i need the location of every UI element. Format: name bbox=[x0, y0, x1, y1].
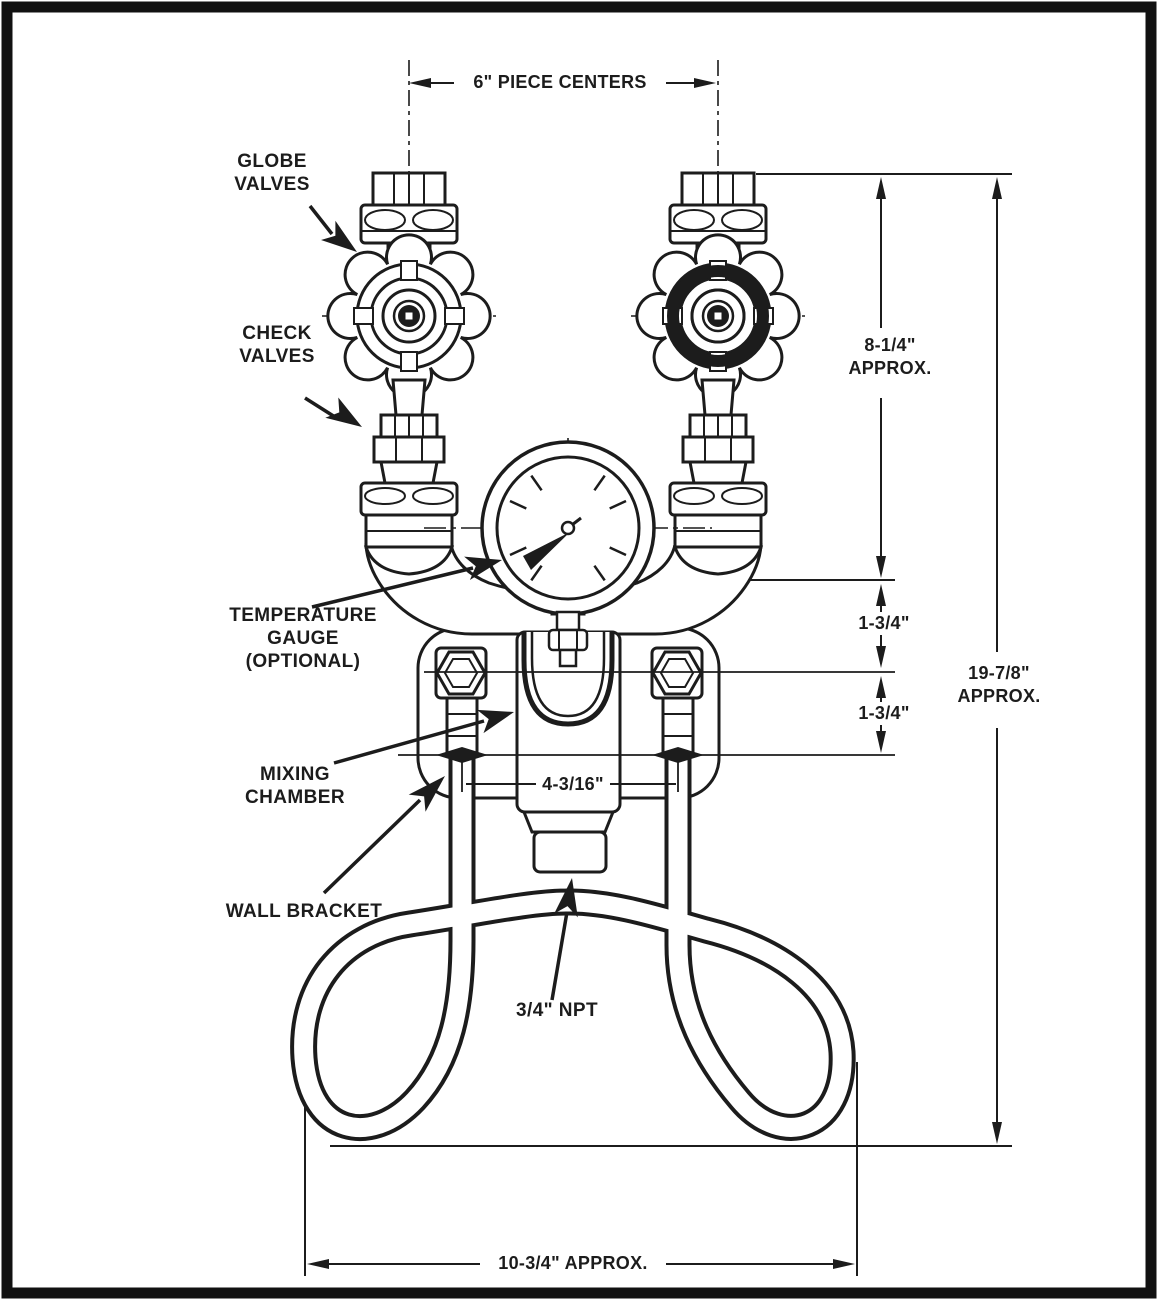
globe-valves-label: GLOBE VALVES bbox=[234, 151, 310, 196]
mixing-chamber-label: MIXING CHAMBER bbox=[245, 764, 345, 809]
temperature-gauge bbox=[424, 438, 712, 668]
dim-gauge-offset: 1-3/4" bbox=[854, 612, 914, 635]
right-handwheel-center-hole bbox=[714, 312, 722, 320]
gauge-needle bbox=[523, 532, 570, 570]
leader-arrows bbox=[304, 204, 578, 1001]
globe-valves-arrowhead bbox=[321, 220, 357, 252]
dim-overall-width: 10-3/4" APPROX. bbox=[498, 1253, 648, 1273]
check-valves-label: CHECK VALVES bbox=[239, 323, 315, 368]
dim-overall-height: 19-7/8" APPROX. bbox=[953, 662, 1045, 707]
right-handwheel-ring bbox=[667, 265, 769, 367]
dim-piece-centers: 6" PIECE CENTERS bbox=[473, 72, 647, 92]
mixing-chamber-arrowhead bbox=[477, 709, 514, 734]
mixing-chamber bbox=[515, 630, 622, 874]
temperature-gauge-arrowhead bbox=[464, 556, 502, 580]
npt-arrowhead bbox=[554, 878, 578, 918]
wall-bracket-label: WALL BRACKET bbox=[225, 901, 383, 922]
gauge-ticks bbox=[509, 474, 627, 582]
npt-outlet-nipple bbox=[532, 830, 608, 874]
wall-bracket-arrowhead bbox=[408, 776, 445, 812]
dimension-lines bbox=[304, 78, 1012, 1276]
bracket-bolts bbox=[434, 646, 704, 700]
npt-outlet-label: 3/4" NPT bbox=[516, 1000, 598, 1021]
dim-upper-height: 8-1/4" APPROX. bbox=[848, 335, 932, 378]
inner-dimension-lines bbox=[398, 671, 895, 792]
gauge-stem bbox=[555, 610, 581, 632]
check-valves-arrowhead bbox=[325, 397, 362, 427]
gauge-stem-nut bbox=[547, 628, 589, 652]
dim-bracket-offset: 1-3/4" bbox=[854, 702, 914, 725]
right-globe-valve bbox=[635, 171, 801, 576]
temperature-gauge-label: TEMPERATURE GAUGE (OPTIONAL) bbox=[229, 605, 377, 673]
dim-pipe-centers: 4-3/16" bbox=[538, 773, 608, 796]
left-globe-valve bbox=[326, 171, 492, 576]
